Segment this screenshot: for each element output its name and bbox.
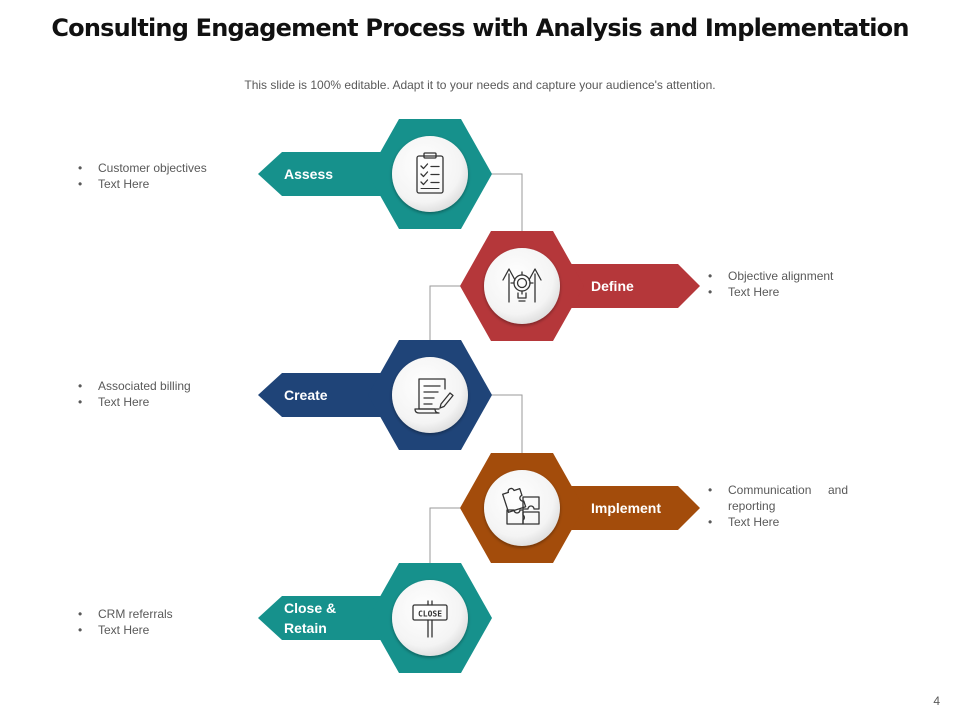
step-label-line: Implement (591, 500, 661, 516)
note-item: Text Here (78, 394, 238, 410)
step-label-line: Create (284, 387, 328, 403)
notes-assess: Customer objectives Text Here (78, 160, 238, 192)
page-subtitle: This slide is 100% editable. Adapt it to… (244, 78, 716, 92)
close-sign-icon: CLOSE (412, 600, 448, 638)
step-close-retain-arrow (258, 596, 400, 640)
note-item: Text Here (708, 284, 848, 300)
document-pen-icon (414, 378, 454, 414)
step-assess-label: Assess (284, 166, 333, 182)
clipboard-checklist-icon (416, 152, 444, 194)
notes-define: Objective alignment Text Here (708, 268, 848, 300)
notes-implement: Communication and reporting Text Here (708, 482, 848, 530)
note-item: Communication and reporting (708, 482, 848, 514)
step-label-line: Close & (284, 600, 336, 616)
step-implement: Implement (460, 453, 700, 563)
step-implement-arrow (560, 486, 700, 530)
step-define: Define (460, 231, 700, 341)
note-item: Customer objectives (78, 160, 238, 176)
note-item: CRM referrals (78, 606, 238, 622)
note-item: Text Here (708, 514, 848, 530)
step-close-retain-label: Close & Retain (284, 600, 336, 636)
page-number: 4 (933, 694, 940, 708)
step-close-retain-icon-circle (392, 580, 468, 656)
note-item: Associated billing (78, 378, 238, 394)
note-item: Objective alignment (708, 268, 848, 284)
step-assess-icon-circle (392, 136, 468, 212)
step-create-icon-circle (392, 357, 468, 433)
note-item: Text Here (78, 176, 238, 192)
step-implement-label: Implement (591, 500, 661, 516)
close-sign-text: CLOSE (418, 610, 442, 619)
step-close-retain: CLOSE Close & Retain (258, 563, 492, 673)
step-label-line: Define (591, 278, 634, 294)
step-create-label: Create (284, 387, 328, 403)
step-define-arrow (560, 264, 700, 308)
step-define-label: Define (591, 278, 634, 294)
step-label-line: Assess (284, 166, 333, 182)
step-create-arrow (258, 373, 400, 417)
lightbulb-gear-arrows-icon (502, 268, 542, 303)
notes-create: Associated billing Text Here (78, 378, 238, 410)
step-create: Create (258, 340, 492, 450)
step-label-line: Retain (284, 620, 327, 636)
puzzle-pieces-icon (502, 487, 540, 525)
step-assess-arrow (258, 152, 400, 196)
step-define-icon-circle (484, 248, 560, 324)
notes-close-retain: CRM referrals Text Here (78, 606, 238, 638)
page-title: Consulting Engagement Process with Analy… (51, 14, 909, 42)
note-item: Text Here (78, 622, 238, 638)
step-assess: Assess (258, 119, 492, 229)
